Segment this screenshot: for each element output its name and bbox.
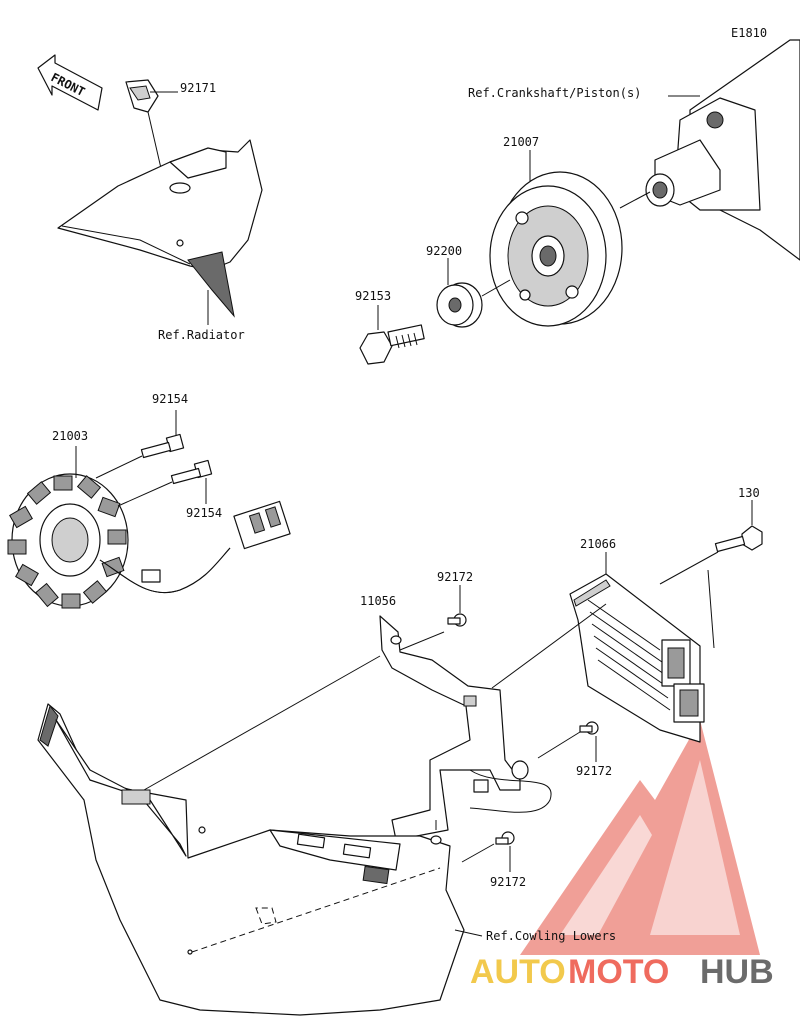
watermark-hub: HUB xyxy=(700,953,774,991)
part-label-92153: 92153 xyxy=(355,289,391,303)
rotor-21007 xyxy=(489,150,623,327)
diagram-code: E1810 xyxy=(731,26,767,40)
watermark-auto: AUTO xyxy=(470,953,566,991)
bracket-11056 xyxy=(143,603,607,841)
part-label-92172-right: 92172 xyxy=(576,764,612,778)
bolt-92154-lower xyxy=(117,459,213,507)
screw-92172-right xyxy=(537,721,599,762)
ref-cowling-lowers: Ref.Cowling Lowers xyxy=(486,929,616,943)
part-label-92172-bottom: 92172 xyxy=(490,875,526,889)
front-arrow-icon: FRONT xyxy=(37,54,103,111)
part-label-92154-upper: 92154 xyxy=(152,392,188,406)
crankshaft xyxy=(619,39,800,261)
part-label-92200: 92200 xyxy=(426,244,462,258)
part-label-21003: 21003 xyxy=(52,429,88,443)
bolt-92153 xyxy=(359,305,425,365)
part-label-92154-lower: 92154 xyxy=(186,506,222,520)
clip-92171 xyxy=(125,79,179,243)
screw-92172-top xyxy=(447,585,467,627)
part-label-21007: 21007 xyxy=(503,135,539,149)
washer-92200 xyxy=(436,258,511,328)
part-label-21066: 21066 xyxy=(580,537,616,551)
automotohub-watermark: AUTO MOTO HUB xyxy=(470,953,774,991)
cowling-lower xyxy=(37,703,483,1016)
bolt-92154-upper xyxy=(95,410,185,479)
stator-21003 xyxy=(7,446,129,609)
part-label-130: 130 xyxy=(738,486,760,500)
part-label-92171: 92171 xyxy=(180,81,216,95)
part-label-11056: 11056 xyxy=(360,594,396,608)
ref-radiator: Ref.Radiator xyxy=(158,328,245,342)
ref-crankshaft: Ref.Crankshaft/Piston(s) xyxy=(468,86,641,100)
regulator-21066 xyxy=(569,552,715,743)
bolt-130 xyxy=(659,500,763,585)
stator-wiring-harness xyxy=(99,500,291,594)
automotohub-logo-mark xyxy=(520,720,760,955)
radiator-shroud xyxy=(57,139,263,325)
watermark-moto: MOTO xyxy=(568,953,669,991)
screw-92172-bottom xyxy=(461,831,515,872)
part-label-92172-top: 92172 xyxy=(437,570,473,584)
